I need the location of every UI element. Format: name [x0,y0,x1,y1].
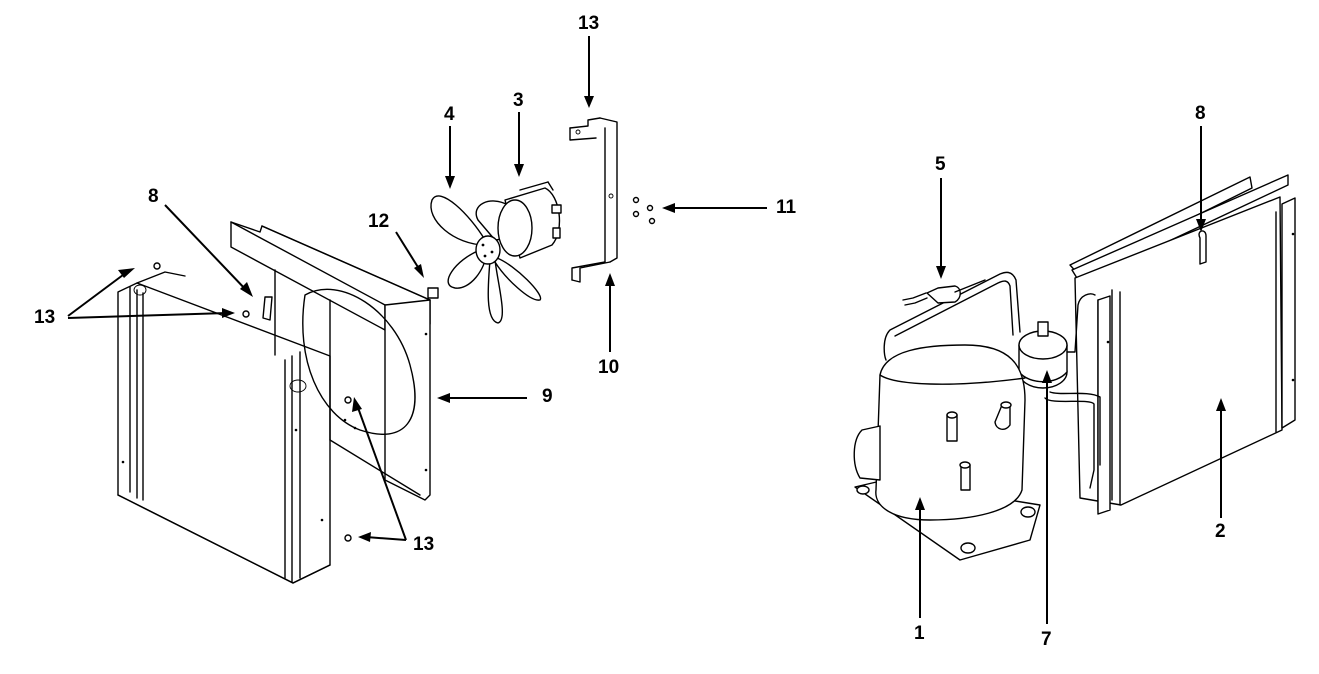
callout-4: 4 [444,104,455,125]
fan-motor [497,181,562,259]
condenser-coil-left [117,271,331,584]
service-valve [902,279,986,306]
callout-13-top: 13 [578,13,600,34]
motor-bracket [569,117,618,283]
callout-13-bottom: 13 [413,534,435,555]
screws [153,196,656,542]
callout-11: 11 [776,197,797,218]
callout-9: 9 [542,386,553,407]
callout-7: 7 [1041,629,1052,650]
callout-10: 10 [598,357,620,378]
leader-arrows-left [67,36,767,542]
callout-3: 3 [513,90,524,111]
condenser-coil-right [1069,174,1296,515]
callout-8-left: 8 [148,186,159,207]
callout-13-left: 13 [34,307,56,328]
fan-shroud [230,221,431,501]
callout-1: 1 [914,623,925,644]
callout-5: 5 [935,154,946,175]
callout-12: 12 [368,211,390,232]
leader-arrows-right [915,126,1226,624]
compressor [853,344,1041,561]
callout-8-right: 8 [1195,103,1206,124]
callout-2: 2 [1215,521,1226,542]
